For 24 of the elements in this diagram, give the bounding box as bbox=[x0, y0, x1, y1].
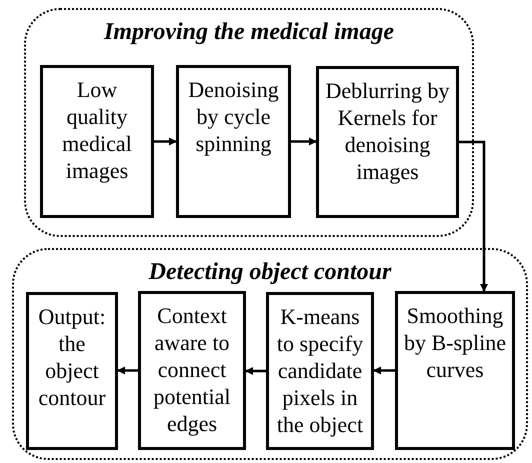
arrow bbox=[459, 140, 488, 292]
process-box bbox=[26, 292, 118, 450]
group-panel bbox=[24, 8, 474, 237]
process-box bbox=[176, 65, 291, 218]
process-box bbox=[395, 291, 515, 450]
box-text: Low quality medical images bbox=[61, 76, 133, 184]
arrow bbox=[291, 138, 317, 146]
group-title: Detecting object contour bbox=[148, 258, 392, 286]
process-box bbox=[316, 66, 459, 218]
box-text: K-means to specify candidate pixels in the object bbox=[276, 303, 364, 438]
group-panel bbox=[12, 248, 528, 460]
arrow bbox=[245, 367, 266, 375]
box-text: Output: the object contour bbox=[37, 303, 107, 411]
box-text: Deblurring by Kernels for denoising images bbox=[324, 77, 451, 185]
box-text: Smoothing by B-spline curves bbox=[402, 302, 508, 383]
process-box bbox=[266, 292, 374, 450]
process-box bbox=[40, 65, 154, 218]
group-title: Improving the medical image bbox=[102, 18, 395, 46]
arrow bbox=[117, 366, 138, 374]
process-box bbox=[138, 291, 246, 450]
arrow bbox=[154, 138, 177, 146]
box-text: Denoising by cycle spinning bbox=[187, 76, 280, 157]
arrow bbox=[373, 366, 395, 374]
box-text: Context aware to connect potential edges bbox=[152, 302, 232, 437]
